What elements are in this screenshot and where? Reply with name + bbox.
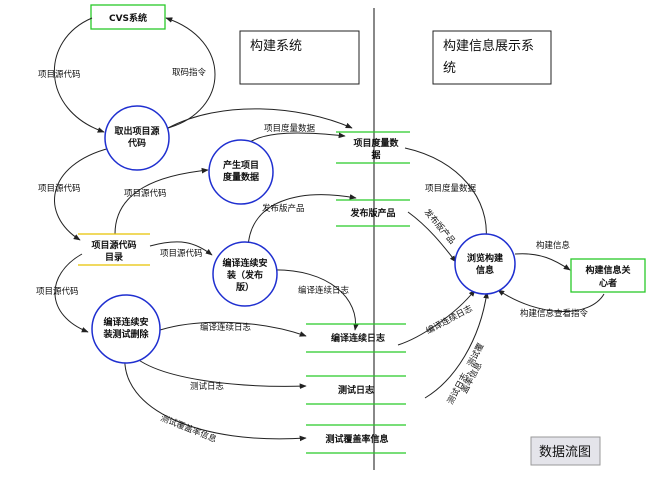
arrow-fetch-to-metrics (167, 108, 353, 129)
store-release-product: 发布版产品 (336, 199, 410, 227)
store-project-metrics: 项目度量数 据 (336, 131, 410, 164)
arrow-metrics-to-browse (404, 147, 490, 241)
process-generate-metrics: 产生项目 度量数据 (208, 139, 274, 205)
arrow-compile-to-release (247, 194, 357, 249)
store-project-metrics-label-2: 据 (371, 149, 380, 161)
store-project-metrics-label-1: 项目度量数 (353, 137, 399, 149)
edge-label-build-query: 构建信息查看指令 (520, 308, 589, 319)
caption-label: 数据流图 (539, 445, 591, 460)
store-test-log: 测试日志 (306, 375, 406, 405)
process-compile-release-label-1: 编译连续安 (222, 257, 267, 269)
store-test-coverage-label: 测试覆盖率信息 (325, 433, 388, 445)
edge-label-src-code-1: 项目源代码 (38, 69, 81, 80)
process-compile-test-label-1: 编译连续安 (103, 316, 148, 328)
edge-label-metrics-1: 项目度量数据 (264, 123, 316, 134)
arrow-srcdir-to-test (54, 253, 89, 333)
arrow-test-to-testlog (127, 349, 307, 389)
edge-label-release-diag: 发布版产品 (422, 207, 458, 247)
process-browse-build: 浏览构建 信息 (454, 233, 516, 295)
left-header-label: 构建系统 (250, 39, 302, 54)
right-header-label-2: 统 (443, 61, 456, 76)
process-compile-test-label-2: 装测试删除 (102, 328, 149, 340)
concerned-party-box: 构建信息关 心者 (570, 258, 646, 293)
concerned-party-label-2: 心者 (599, 277, 617, 289)
edge-label-metrics-2: 项目度量数据 (425, 183, 477, 194)
process-compile-release-label-2: 装（发布 (226, 269, 263, 281)
process-compile-test: 编译连续安 装测试删除 (91, 294, 161, 364)
arrow-cvs-to-fetch (54, 17, 105, 133)
process-fetch-source: 取出项目源 代码 (104, 105, 170, 171)
process-generate-metrics-label-2: 度量数据 (223, 171, 259, 183)
edge-label-test-log-diag-1: 测试日志、测试覆 (445, 341, 487, 407)
store-build-log-label: 编译连续日志 (331, 332, 385, 344)
edge-label-compile-log-1: 编译连续日志 (298, 285, 350, 296)
process-compile-release-label-3: 版） (235, 281, 254, 293)
process-fetch-source-label-2: 代码 (127, 137, 146, 149)
arrow-release-to-browse (407, 211, 457, 263)
edge-label-src-code-3: 项目源代码 (124, 188, 167, 199)
arrow-browse-to-concerned (514, 253, 571, 271)
arrow-compile-to-buildlog (269, 269, 359, 331)
edge-label-compile-log-diag: 编译连续日志 (424, 303, 475, 337)
process-browse-build-label-2: 信息 (476, 264, 494, 276)
process-compile-release: 编译连续安 装（发布 版） (212, 241, 278, 307)
cvs-system-box: CVS系统 (90, 4, 166, 30)
edge-label-test-coverage: 测试覆盖率信息 (159, 413, 219, 446)
edge-label-compile-log-2: 编译连续日志 (200, 322, 252, 333)
edge-label-checkout-cmd: 取码指令 (172, 67, 207, 78)
arrow-srcdir-to-gen (114, 167, 209, 235)
process-browse-build-label-1: 浏览构建 (467, 252, 504, 264)
store-source-directory-label-2: 目录 (105, 252, 123, 263)
edge-label-build-info: 构建信息 (536, 240, 571, 251)
right-header-label-1: 构建信息展示系 (443, 38, 534, 54)
store-build-log: 编译连续日志 (306, 323, 406, 353)
process-fetch-source-label-1: 取出项目源 (114, 125, 159, 137)
arrow-tests-to-browse (424, 291, 489, 399)
caption-box: 数据流图 (530, 436, 601, 466)
arrow-test-to-buildlog (159, 321, 307, 337)
arrow-concerned-to-browse (497, 289, 605, 312)
left-header-box: 构建系统 (239, 30, 360, 85)
process-generate-metrics-label-1: 产生项目 (223, 159, 259, 171)
edge-label-src-code-2: 项目源代码 (38, 183, 81, 194)
edge-label-publish: 发布版产品 (262, 203, 305, 214)
store-source-directory: 项目源代码 目录 (78, 233, 150, 266)
edge-label-src-code-5: 项目源代码 (36, 286, 79, 297)
store-source-directory-label-1: 项目源代码 (91, 239, 136, 251)
store-release-product-label: 发布版产品 (349, 207, 395, 219)
arrow-fetch-to-srcdir (54, 147, 111, 241)
edge-label-test-log: 测试日志 (190, 381, 225, 392)
arrow-srcdir-to-compile (149, 241, 213, 256)
arrow-buildlog-to-browse (397, 289, 476, 346)
store-test-coverage: 测试覆盖率信息 (306, 424, 406, 454)
right-header-box: 构建信息展示系 统 (432, 30, 552, 85)
cvs-system-label: CVS系统 (109, 12, 147, 24)
concerned-party-label-1: 构建信息关 (585, 264, 630, 276)
arrow-test-to-testreport (124, 354, 307, 442)
edge-label-src-code-4: 项目源代码 (160, 248, 203, 259)
store-test-log-label: 测试日志 (338, 384, 374, 396)
